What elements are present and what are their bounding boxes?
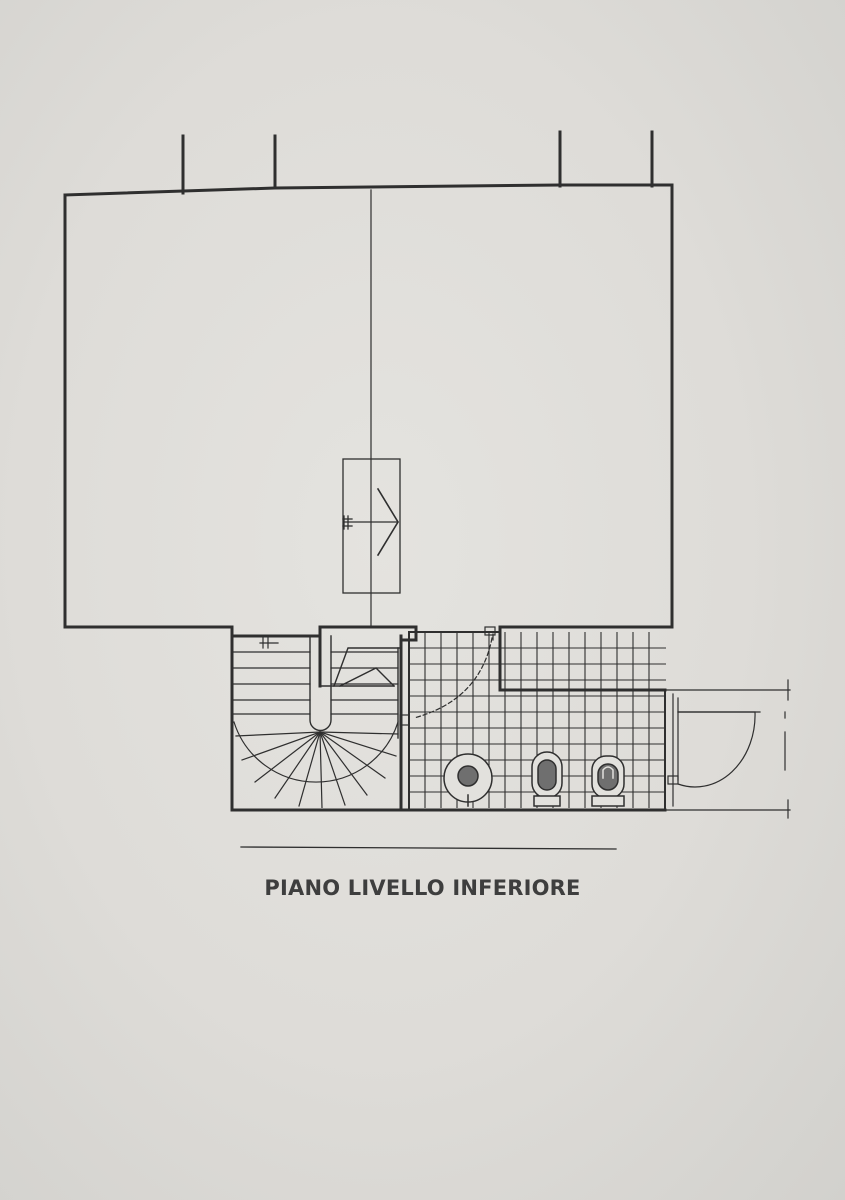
ramp [342,458,401,594]
spiral-staircase [233,635,399,808]
top-wall-stubs [181,130,654,195]
exterior-walls [63,183,674,812]
bathroom-door [399,626,496,726]
external-area [664,679,791,819]
washbasin [443,753,493,807]
stair-enclosure-walls [231,625,418,812]
bidet [531,751,563,807]
stair-landing [319,647,402,739]
wc [591,755,625,807]
plan-title: PIANO LIVELLO INFERIORE [264,876,581,900]
title-underline [240,846,617,850]
